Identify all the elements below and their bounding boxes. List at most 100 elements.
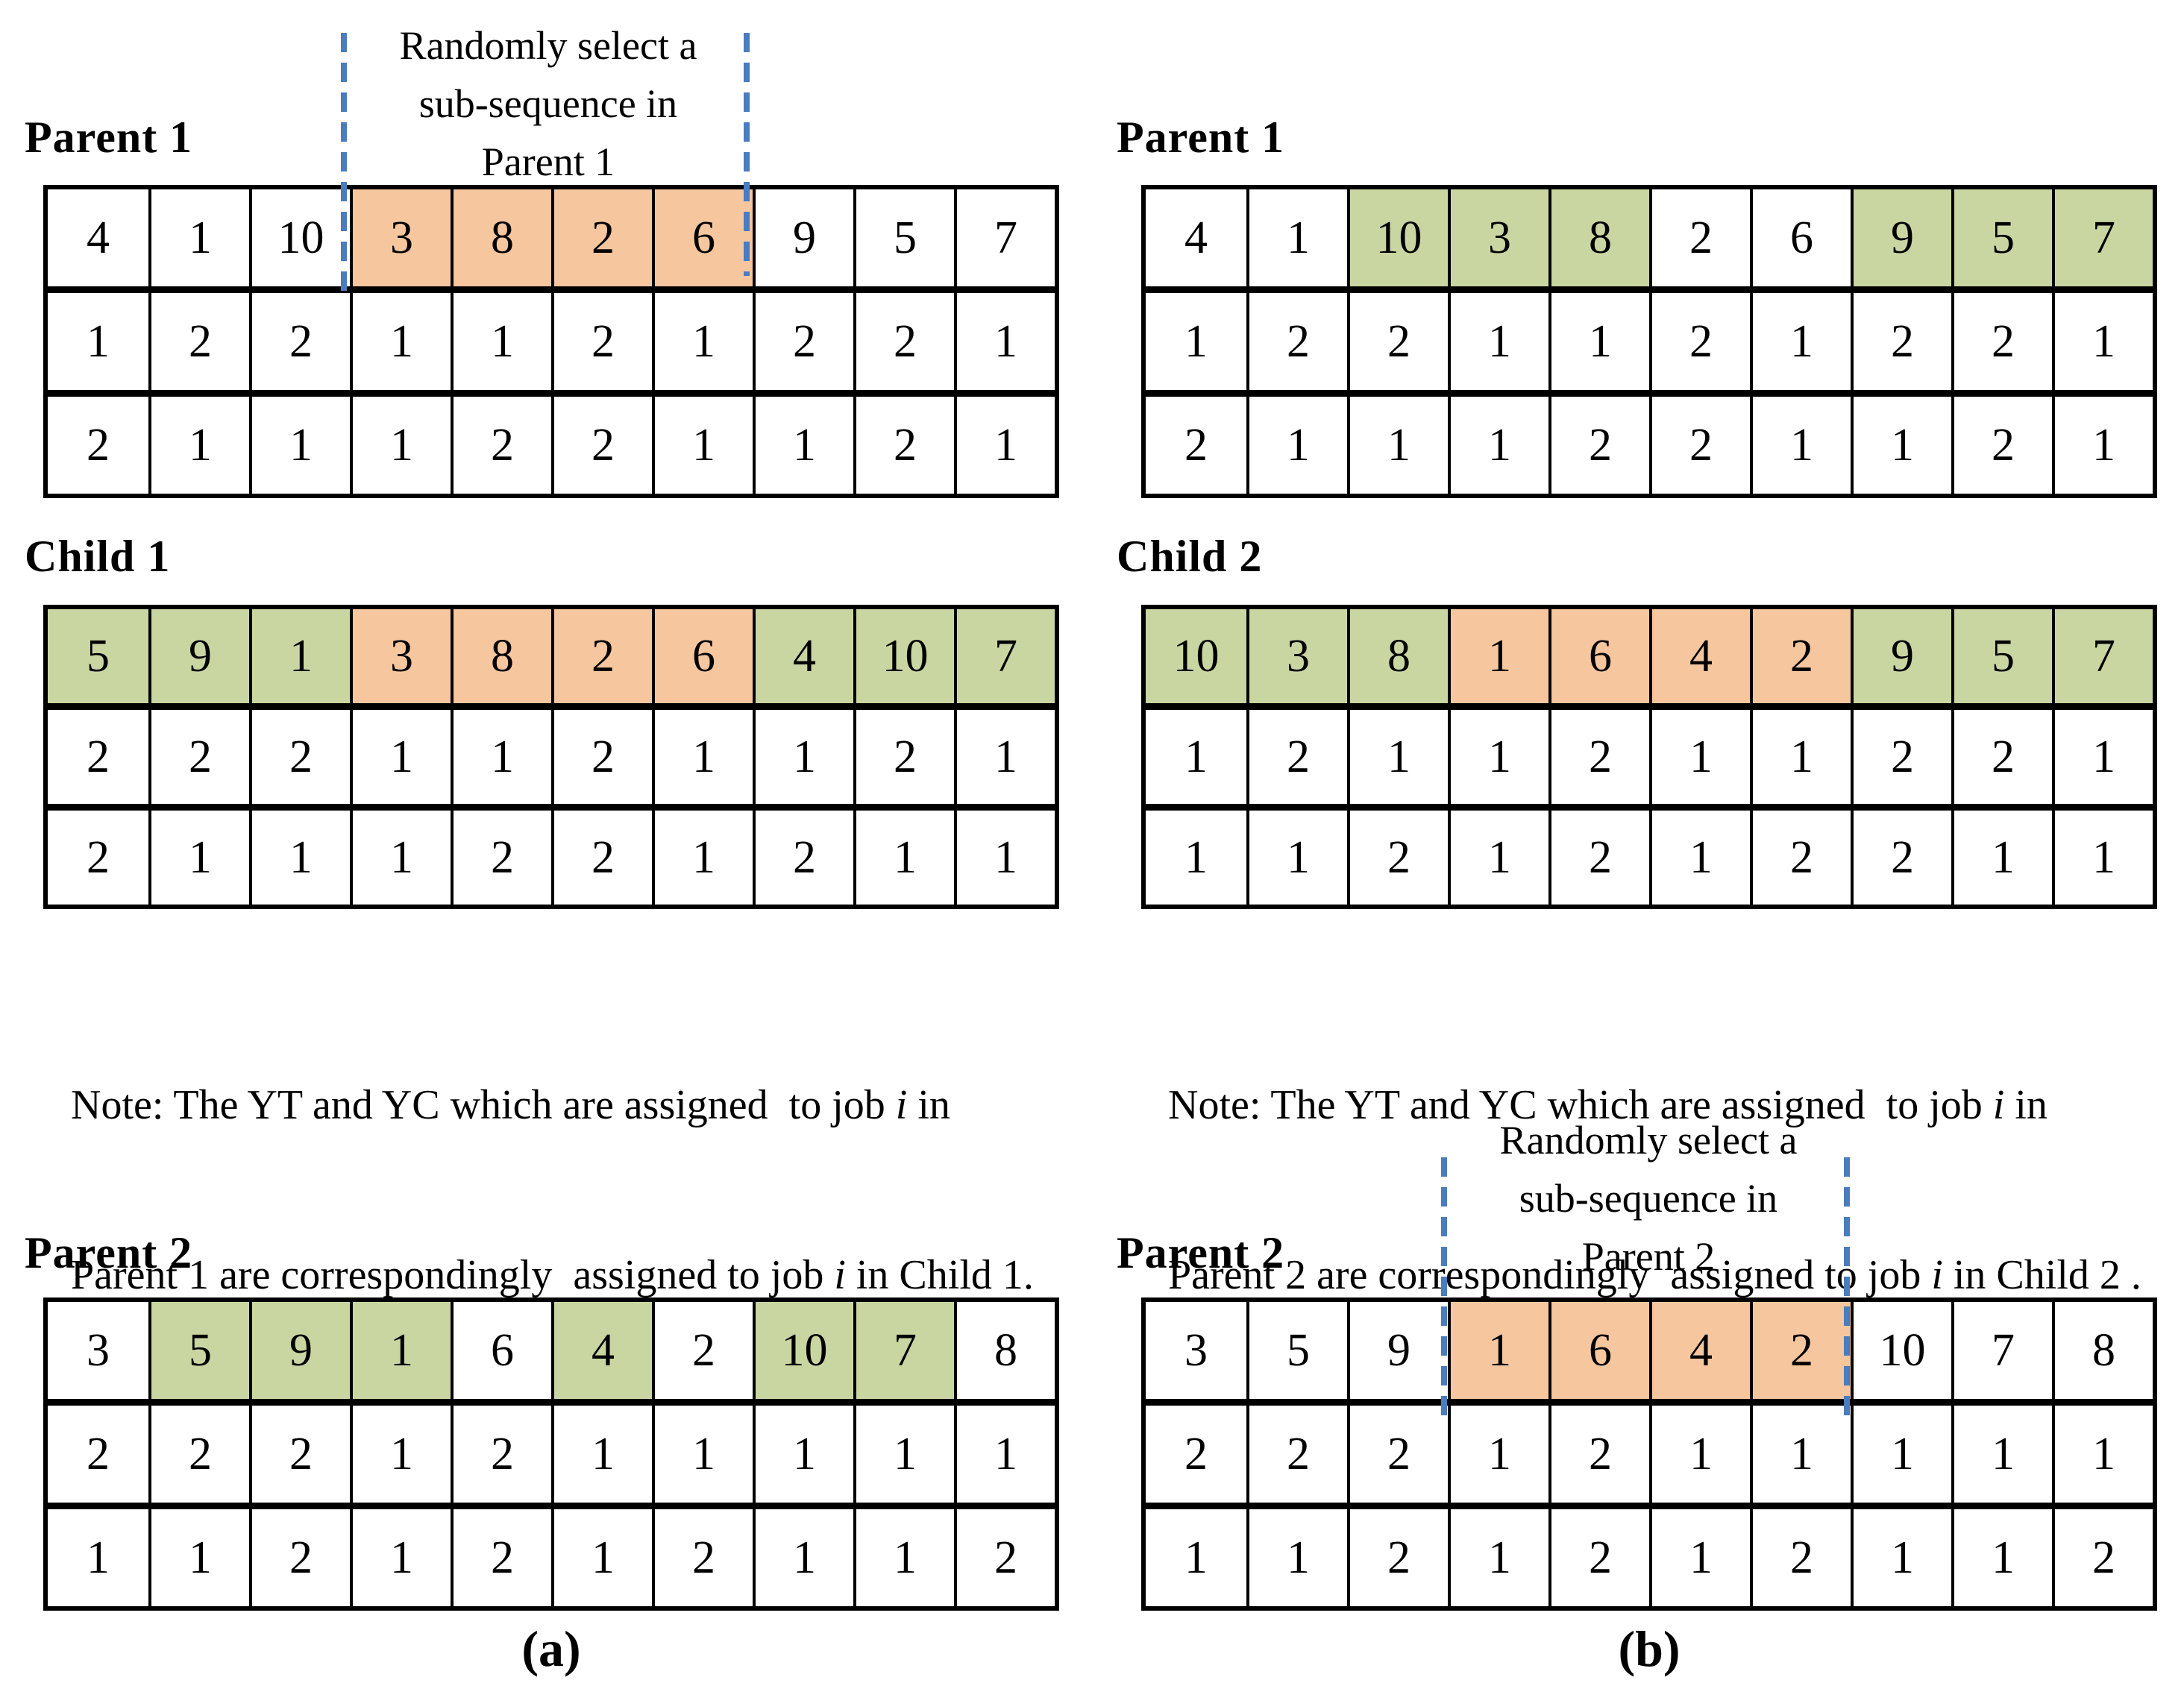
table-cell: 10 — [1851, 1302, 1951, 1399]
table-cell: 1 — [1146, 1509, 1246, 1606]
note-line: Parent 2 are correspondingly assigned to… — [1168, 1252, 2141, 1298]
table-cell: 2 — [1146, 1406, 1246, 1503]
table-cell: 2 — [1649, 293, 1750, 390]
table-cell: 2 — [451, 811, 551, 905]
annotation-line: Parent 1 — [481, 139, 615, 184]
table-cell: 2 — [1851, 293, 1951, 390]
table-cell: 1 — [853, 811, 954, 905]
table-cell: 2 — [954, 1509, 1055, 1606]
label-parent2-a: Parent 2 — [25, 1228, 193, 1277]
table-cell: 1 — [551, 1509, 652, 1606]
table-cell: 1 — [652, 1406, 753, 1503]
table-cell: 1 — [451, 710, 551, 804]
table-cell: 7 — [1951, 1302, 2052, 1399]
table-cell: 2 — [551, 189, 652, 286]
table-cell: 2 — [1347, 811, 1448, 905]
table-cell: 1 — [1951, 811, 2052, 905]
table-cell: 1 — [853, 1406, 954, 1503]
table-cell: 10 — [1146, 609, 1246, 703]
table-cell: 8 — [1347, 609, 1448, 703]
table-cell: 1 — [350, 1302, 451, 1399]
table-cell: 2 — [853, 397, 954, 494]
table-cell: 2 — [551, 710, 652, 804]
note-b: Note: The YT and YC which are assigned t… — [1168, 963, 2183, 1417]
table-cell: 2 — [551, 811, 652, 905]
table-cell: 1 — [1951, 1509, 2052, 1606]
table-cell: 7 — [853, 1302, 954, 1399]
table-cell: 3 — [1146, 1302, 1246, 1399]
selection-dashed-line-right-a — [744, 33, 750, 276]
label-parent1-a: Parent 1 — [25, 113, 193, 162]
table-cell: 9 — [1851, 609, 1951, 703]
table-cell: 4 — [1649, 609, 1750, 703]
table-cell: 1 — [249, 609, 350, 703]
table-cell: 6 — [1750, 189, 1851, 286]
table-cell: 1 — [1246, 397, 1347, 494]
table-cell: 1 — [350, 811, 451, 905]
table-cell: 2 — [1548, 397, 1649, 494]
label-parent1-b: Parent 1 — [1117, 113, 1285, 162]
table-cell: 1 — [2052, 397, 2153, 494]
table-cell: 2 — [1649, 189, 1750, 286]
table-cell: 2 — [1548, 1509, 1649, 1606]
table-cell: 1 — [551, 1406, 652, 1503]
table-cell: 1 — [1548, 293, 1649, 390]
table-cell: 1 — [1347, 397, 1448, 494]
annotation-line: Parent 2 — [1581, 1234, 1716, 1279]
table-cell: 1 — [1851, 397, 1951, 494]
table-cell: 6 — [652, 609, 753, 703]
table-cell: 2 — [1548, 1406, 1649, 1503]
table-cell: 2 — [1750, 609, 1851, 703]
table-cell: 5 — [1951, 189, 2052, 286]
table-cell: 5 — [853, 189, 954, 286]
table-cell: 4 — [48, 189, 148, 286]
label-child1: Child 1 — [25, 532, 171, 581]
table-cell: 2 — [551, 397, 652, 494]
table-cell: 1 — [148, 1509, 249, 1606]
note-line: Parent 1 are correspondingly assigned to… — [71, 1252, 1034, 1298]
table-cell: 1 — [1448, 1509, 1548, 1606]
table-cell: 4 — [1146, 189, 1246, 286]
table-cell: 1 — [2052, 710, 2153, 804]
annotation-line: Randomly select a — [399, 23, 697, 68]
table-cell: 2 — [853, 710, 954, 804]
table-cell: 1 — [2052, 293, 2153, 390]
table-cell: 5 — [1951, 609, 2052, 703]
table-cell: 2 — [1951, 710, 2052, 804]
table-cell: 1 — [954, 293, 1055, 390]
annotation-random-subsequence-b: Randomly select a sub-sequence in Parent… — [1447, 1111, 1850, 1286]
table-cell: 7 — [954, 189, 1055, 286]
table-cell: 2 — [1750, 1509, 1851, 1606]
table-cell: 2 — [48, 1406, 148, 1503]
selection-dashed-line-left-a — [341, 33, 347, 298]
table-cell: 2 — [148, 710, 249, 804]
table-cell: 2 — [148, 293, 249, 390]
table-cell: 5 — [1246, 1302, 1347, 1399]
note-a: Note: The YT and YC which are assigned t… — [71, 963, 1085, 1417]
table-cell: 1 — [1448, 397, 1548, 494]
table-cell: 2 — [48, 397, 148, 494]
table-cell: 2 — [451, 1406, 551, 1503]
table-cell: 1 — [350, 710, 451, 804]
selection-dashed-line-right-b — [1844, 1157, 1850, 1418]
table-cell: 2 — [853, 293, 954, 390]
table-cell: 1 — [451, 293, 551, 390]
table-cell: 2 — [1146, 397, 1246, 494]
table-cell: 7 — [954, 609, 1055, 703]
table-cell: 1 — [1851, 1406, 1951, 1503]
table-cell: 8 — [451, 609, 551, 703]
table-cell: 1 — [1347, 710, 1448, 804]
table-cell: 2 — [1851, 710, 1951, 804]
table-cell: 3 — [350, 189, 451, 286]
table-cell: 1 — [1146, 293, 1246, 390]
